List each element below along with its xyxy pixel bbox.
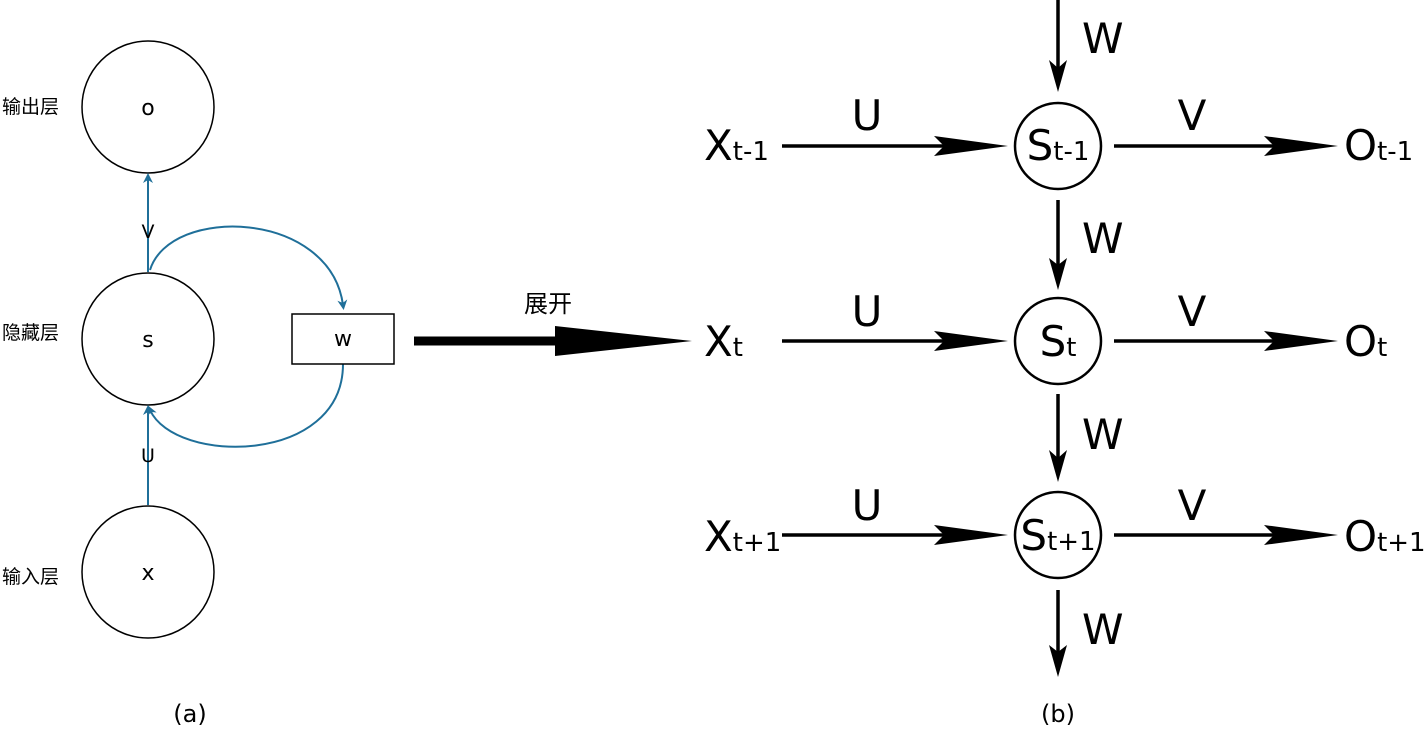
- w-arrow-1: W: [1049, 200, 1124, 290]
- u-label-t-plus-1: U: [852, 481, 883, 530]
- row-t-minus-1: Xt-1 U St-1 V Ot-1: [704, 91, 1413, 191]
- o-node-t-plus-1: Ot+1: [1344, 512, 1424, 561]
- recurrent-edge-back: [147, 363, 344, 448]
- o-node-t-minus-1: Ot-1: [1344, 121, 1413, 170]
- w-label-1: W: [1082, 214, 1124, 263]
- w-label-bottom: W: [1082, 605, 1124, 654]
- s-node-t: [1013, 296, 1103, 386]
- input-node-label: x: [141, 561, 154, 586]
- output-node-label: o: [141, 96, 154, 121]
- panel-b: W W W W Xt-1 U St-1 V Ot-1: [704, 0, 1424, 728]
- w-weight-box-label: w: [334, 327, 352, 352]
- w-arrow-2: W: [1049, 394, 1124, 482]
- unfold-arrow: 展开: [414, 290, 692, 356]
- w-label-top: W: [1082, 14, 1124, 63]
- w-weight-box: [291, 313, 395, 365]
- w-label-2: W: [1082, 410, 1124, 459]
- u-edge-label: U: [141, 445, 155, 467]
- v-label-t-plus-1: V: [1178, 481, 1207, 530]
- panel-a-caption: (a): [173, 700, 206, 728]
- w-arrow-top: W: [1049, 0, 1124, 92]
- x-node-t-plus-1: Xt+1: [704, 512, 781, 561]
- x-node-t-minus-1: Xt-1: [704, 121, 769, 170]
- w-arrow-bottom: W: [1049, 590, 1124, 677]
- hidden-node-label: s: [142, 328, 153, 353]
- v-label-t: V: [1178, 287, 1207, 336]
- panel-b-caption: (b): [1041, 700, 1075, 728]
- recurrent-edge-out: [149, 225, 348, 310]
- svg-text:St-1: St-1: [1027, 121, 1090, 170]
- v-edge-label: V: [142, 221, 155, 243]
- unfold-label: 展开: [524, 290, 572, 318]
- hidden-layer-label: 隐藏层: [2, 322, 59, 344]
- output-layer-label: 输出层: [2, 96, 59, 118]
- o-node-t: Ot: [1344, 317, 1387, 366]
- input-layer-label: 输入层: [2, 566, 59, 588]
- row-t: Xt U St V Ot: [704, 287, 1387, 386]
- v-label-t-minus-1: V: [1178, 91, 1207, 140]
- row-t-plus-1: Xt+1 U St+1 V Ot+1: [704, 481, 1424, 580]
- panel-a: o s x 输出层 隐藏层 输入层 V U w (a): [2, 40, 395, 728]
- svg-text:St+1: St+1: [1020, 511, 1095, 560]
- u-label-t: U: [852, 287, 883, 336]
- svg-text:St: St: [1040, 317, 1077, 366]
- s-node-t-minus-1: [1013, 101, 1103, 191]
- s-node-t-plus-1: [1013, 490, 1103, 580]
- input-node: [81, 505, 215, 639]
- x-node-t: Xt: [704, 317, 743, 366]
- u-label-t-minus-1: U: [852, 91, 883, 140]
